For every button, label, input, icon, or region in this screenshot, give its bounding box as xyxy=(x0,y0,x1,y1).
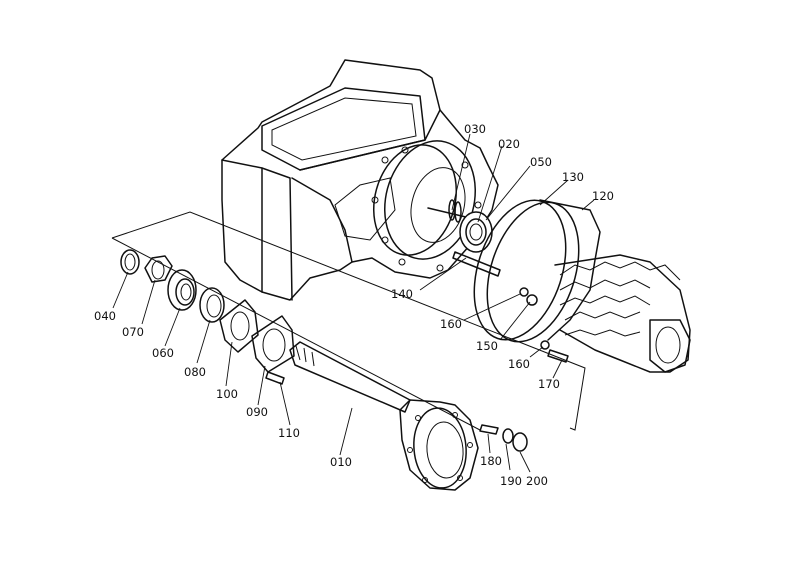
label-020: 020 xyxy=(498,137,520,151)
bolt-110 xyxy=(265,371,285,385)
label-190: 190 xyxy=(500,474,522,488)
axle-shaft-010 xyxy=(289,341,479,491)
reference-plane-edge xyxy=(111,237,481,431)
label-050: 050 xyxy=(530,155,552,169)
washer-040 xyxy=(120,249,140,275)
label-110: 110 xyxy=(278,426,300,440)
label-040: 040 xyxy=(94,309,116,323)
label-120: 120 xyxy=(592,189,614,203)
label-150: 150 xyxy=(476,339,498,353)
label-140: 140 xyxy=(391,287,413,301)
label-030: 030 xyxy=(464,122,486,136)
wheel-stud-180-200 xyxy=(479,424,528,452)
axle-housing-120 xyxy=(473,199,691,373)
label-060: 060 xyxy=(152,346,174,360)
gasket-100 xyxy=(219,299,259,353)
label-180: 180 xyxy=(480,454,502,468)
label-070: 070 xyxy=(122,325,144,339)
label-010: 010 xyxy=(330,455,352,469)
nut-070 xyxy=(144,255,173,283)
label-090: 090 xyxy=(246,405,268,419)
shaft-030 xyxy=(427,199,471,223)
label-200: 200 xyxy=(526,474,548,488)
label-160b: 160 xyxy=(508,357,530,371)
bolt-140 xyxy=(452,251,501,277)
label-160a: 160 xyxy=(440,317,462,331)
leader-lines xyxy=(112,133,595,473)
retainer-plate-090 xyxy=(251,315,295,373)
label-130: 130 xyxy=(562,170,584,184)
label-100: 100 xyxy=(216,387,238,401)
bearing-060 xyxy=(167,269,197,311)
label-080: 080 xyxy=(184,365,206,379)
label-170: 170 xyxy=(538,377,560,391)
transmission-housing xyxy=(221,59,499,301)
seal-080 xyxy=(199,287,225,323)
seal-050 xyxy=(459,211,493,253)
reference-plane xyxy=(111,211,586,431)
fasteners-150-160 xyxy=(519,287,569,363)
